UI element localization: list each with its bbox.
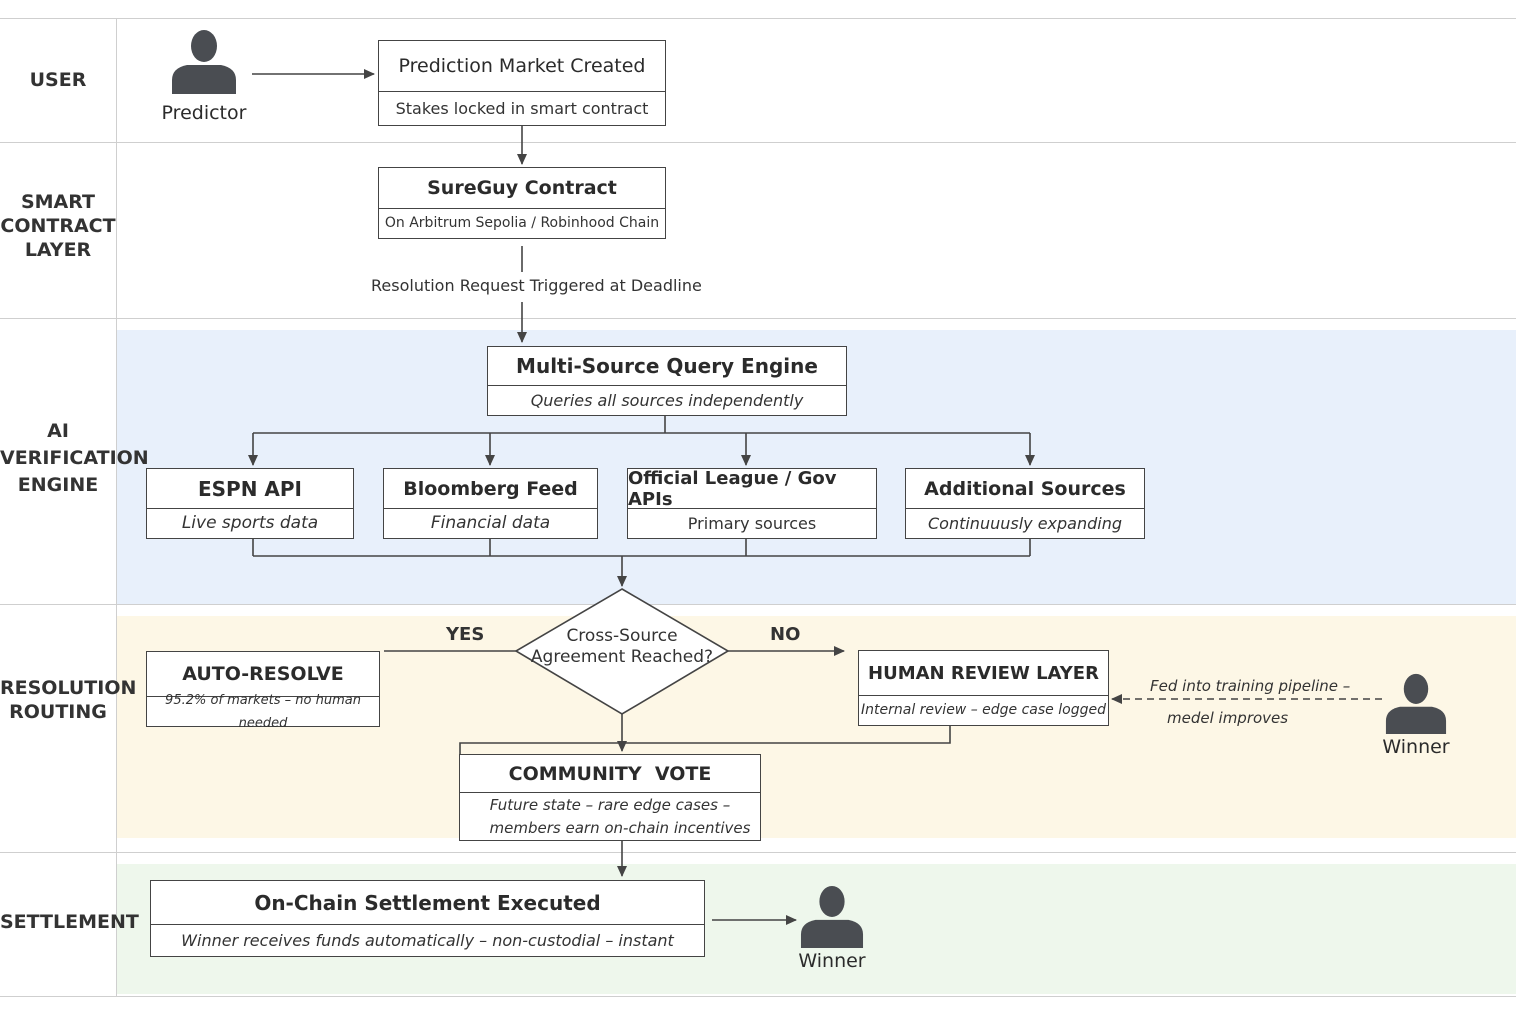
box-title: Bloomberg Feed [384, 469, 597, 509]
settlement-box: On-Chain Settlement Executed Winner rece… [150, 880, 705, 957]
yes-label: YES [446, 624, 485, 645]
box-subtitle: Continuuusly expanding [927, 514, 1123, 533]
person-icon [172, 30, 236, 94]
decision-line: Cross-Source [566, 626, 678, 646]
espn-api-box: ESPN API Live sports data [146, 468, 354, 539]
lane-label-line: AI [47, 420, 69, 442]
lane-label-ai: AI VERIFICATION ENGINE [0, 418, 149, 499]
predictor-label: Predictor [161, 102, 247, 124]
decision-label: Cross-Source Agreement Reached? [530, 626, 714, 668]
box-subtitle: Winner receives funds automatically – no… [181, 931, 674, 950]
no-label: NO [770, 624, 801, 645]
box-subtitle: Primary sources [687, 514, 817, 533]
bloomberg-feed-box: Bloomberg Feed Financial data [383, 468, 598, 539]
query-engine-box: Multi-Source Query Engine Queries all so… [487, 346, 847, 416]
feedback-label: Fed into training pipeline – medel impro… [1150, 670, 1350, 734]
vote-line: members earn on-chain incentives [489, 819, 751, 837]
winner-label: Winner [1382, 736, 1450, 758]
prediction-market-box: Prediction Market Created Stakes locked … [378, 40, 666, 126]
line-human-to-vote [459, 726, 951, 754]
lane-label-line: CONTRACT [0, 215, 116, 237]
box-subtitle: Internal review – edge case logged [861, 702, 1106, 718]
lane-label-line: ROUTING [9, 701, 107, 723]
box-title: ESPN API [147, 469, 353, 509]
lane-divider [0, 318, 1516, 319]
community-vote-box: COMMUNITY VOTE Future state – rare edge … [459, 754, 761, 841]
lane-divider [0, 852, 1516, 853]
box-title: AUTO-RESOLVE [147, 652, 379, 697]
box-title: Official League / Gov APIs [628, 468, 876, 510]
box-subtitle: Financial data [430, 513, 551, 533]
lane-label-routing: RESOLUTION ROUTING [0, 676, 137, 724]
box-title: HUMAN REVIEW LAYER [859, 651, 1108, 696]
person-icon [800, 885, 864, 948]
box-subtitle: Live sports data [181, 513, 319, 533]
winner-settlement-actor: Winner [790, 884, 874, 972]
lane-label-line: SMART [20, 191, 96, 213]
lane-divider [0, 142, 1516, 143]
vote-line: Future state – rare edge cases – [489, 796, 731, 814]
auto-resolve-box: AUTO-RESOLVE 95.2% of markets – no human… [146, 651, 380, 731]
winner-review-actor: Winner [1374, 672, 1458, 758]
lane-label-smart-contract: SMART CONTRACT LAYER [0, 190, 116, 262]
box-subtitle: Queries all sources independently [530, 391, 804, 410]
box-title: Multi-Source Query Engine [488, 347, 846, 386]
lane-label-user: USER [29, 69, 87, 91]
box-title: COMMUNITY VOTE [460, 755, 760, 793]
box-title: Prediction Market Created [379, 41, 665, 92]
lane-label-settlement: SETTLEMENT [0, 911, 139, 933]
lane-divider [0, 604, 1516, 605]
box-subtitle: Future state – rare edge cases – members… [460, 793, 760, 841]
lane-divider [0, 996, 1516, 997]
box-title: Additional Sources [906, 469, 1144, 509]
sureguy-contract-box: SureGuy Contract On Arbitrum Sepolia / R… [378, 167, 666, 239]
lane-label-line: LAYER [24, 239, 92, 261]
person-icon [1385, 673, 1447, 734]
lane-label-divider [116, 18, 117, 996]
winner-label: Winner [798, 950, 866, 972]
box-title: On-Chain Settlement Executed [151, 881, 704, 925]
lane-label-line: RESOLUTION [0, 677, 137, 699]
human-review-box: HUMAN REVIEW LAYER Internal review – edg… [858, 650, 1109, 726]
decision-line: Agreement Reached? [530, 647, 714, 667]
resolution-request-label: Resolution Request Triggered at Deadline [371, 276, 702, 295]
box-subtitle: On Arbitrum Sepolia / Robinhood Chain [384, 215, 660, 231]
box-subtitle: 95.2% of markets – no human needed [165, 692, 361, 731]
box-title: SureGuy Contract [379, 168, 665, 209]
additional-sources-box: Additional Sources Continuuusly expandin… [905, 468, 1145, 539]
box-subtitle: Stakes locked in smart contract [395, 99, 649, 118]
predictor-actor: Predictor [158, 28, 250, 124]
lane-label-line: ENGINE [17, 474, 99, 496]
lane-label-line: VERIFICATION [0, 447, 149, 469]
feedback-line: medel improves [1167, 709, 1289, 727]
official-apis-box: Official League / Gov APIs Primary sourc… [627, 468, 877, 539]
feedback-line: Fed into training pipeline – [1150, 677, 1351, 695]
lane-divider [0, 18, 1516, 19]
